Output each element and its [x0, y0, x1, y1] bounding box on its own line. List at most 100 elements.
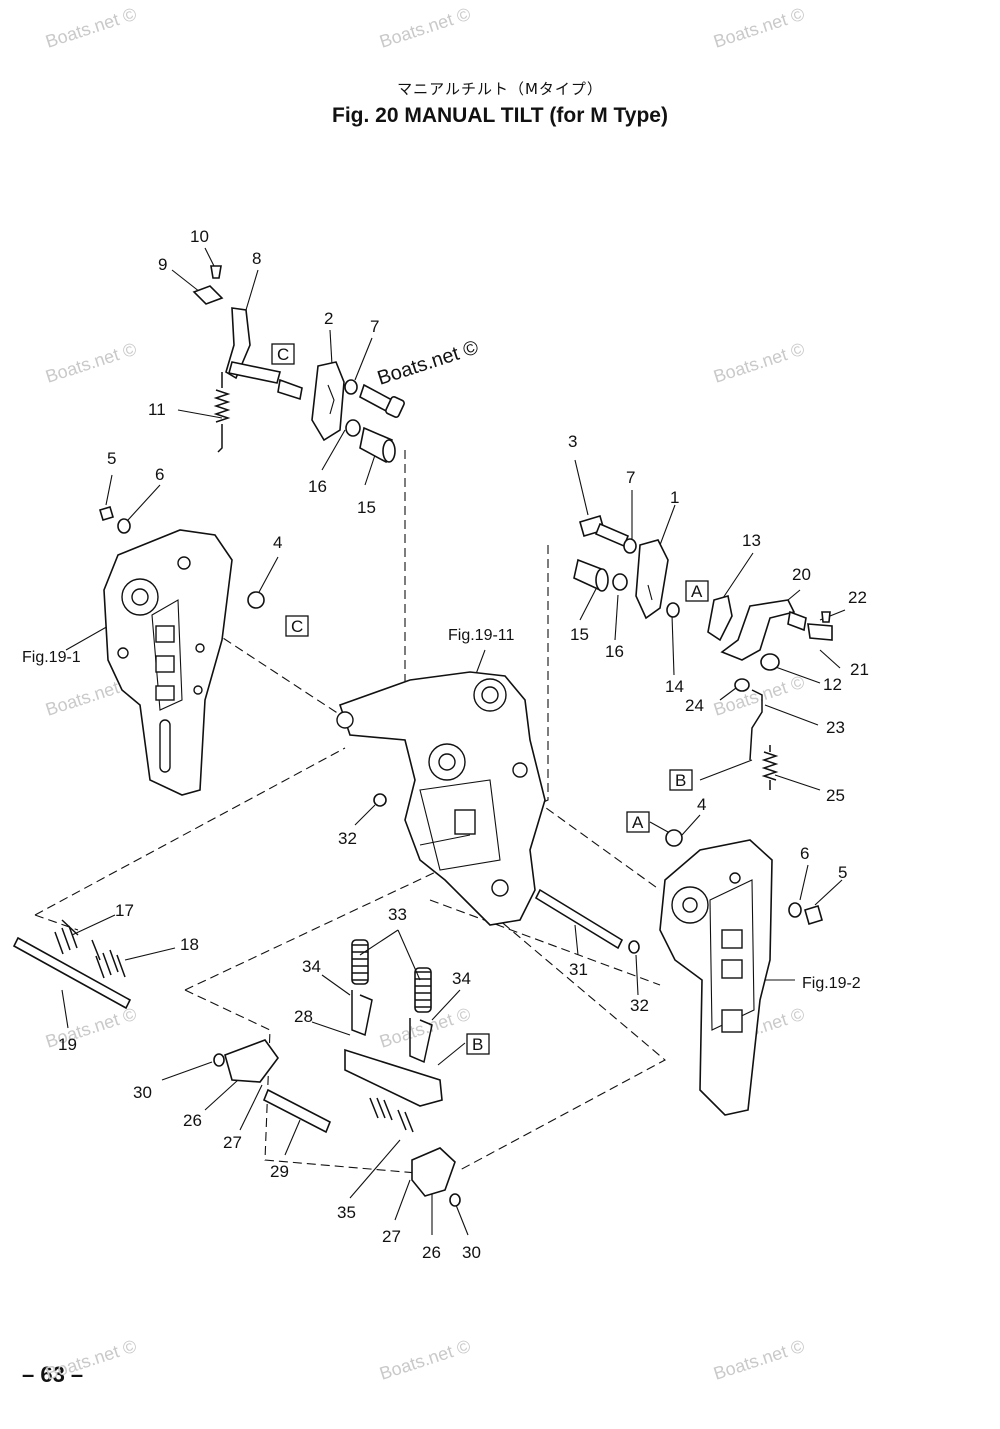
part-label: 24 [685, 696, 704, 715]
part-8-shaft [228, 361, 281, 384]
part-label: 32 [630, 996, 649, 1015]
part-27-lever-left [224, 1039, 279, 1083]
part-label: 3 [568, 432, 577, 451]
part-label: 34 [452, 969, 471, 988]
part-label: 29 [270, 1162, 289, 1181]
part-5-nut [804, 904, 823, 926]
callout-box-b: B [472, 1035, 483, 1054]
part-14-washer [666, 602, 680, 618]
upper-tilt-lever-assembly [192, 265, 405, 464]
watermark-text: Boats.net © [43, 4, 139, 52]
part-label: 6 [800, 844, 809, 863]
callout-box-a: A [691, 582, 703, 601]
part-32-nut [373, 793, 387, 807]
ref-fig-19-1: Fig.19-1 [22, 649, 81, 666]
part-label: 16 [605, 642, 624, 661]
part-8-bushing [277, 378, 303, 401]
part-9-plate [192, 285, 224, 305]
part-10-screw [210, 265, 222, 279]
part-label: 7 [626, 468, 635, 487]
part-30-nut [449, 1193, 461, 1207]
part-label: 13 [742, 531, 761, 550]
part-7-washer [344, 379, 358, 395]
bolt-head [385, 396, 405, 418]
callout-box-c: C [277, 345, 289, 364]
part-label: 31 [569, 960, 588, 979]
part-30-nut [213, 1053, 225, 1067]
part-label: 1 [670, 488, 679, 507]
page-number: – 63 – [22, 1362, 84, 1387]
part-label: 16 [308, 477, 327, 496]
japanese-title: マニアルチルト（Mタイプ） [397, 80, 603, 98]
part-label: 17 [115, 901, 134, 920]
part-4-washer [247, 591, 265, 609]
part-label: 15 [357, 498, 376, 517]
part-label: 8 [252, 249, 261, 268]
watermark-text: Boats.net © [377, 1004, 473, 1052]
callout-box-b: B [675, 771, 686, 790]
watermark-text: Boats.net © [43, 339, 139, 387]
part-label: 33 [388, 905, 407, 924]
watermark-text: Boats.net © [711, 4, 807, 52]
watermark-text: Boats.net © [43, 1336, 139, 1384]
part-32-nut [628, 940, 640, 954]
part-34-pin-right [409, 1018, 433, 1064]
part-label: 26 [183, 1111, 202, 1130]
part-label: 30 [133, 1083, 152, 1102]
part-29-shaft [262, 1088, 332, 1134]
center-swivel-bracket [336, 671, 546, 926]
part-4-washer [665, 829, 683, 847]
part-label: 14 [665, 677, 684, 696]
right-clamp-bracket [534, 829, 823, 1116]
watermark-dark: Boats.net © [375, 336, 482, 389]
figure-references: Fig.19-1 Fig.19-11 Fig.19-2 [22, 627, 861, 992]
part-label: 12 [823, 675, 842, 694]
part-8-lever [225, 307, 251, 380]
leader-lines [61, 247, 846, 1236]
part-6-washer [788, 902, 802, 918]
part-25-spring [761, 745, 779, 790]
part-label: 10 [190, 227, 209, 246]
part-label: 4 [273, 533, 282, 552]
part-label: 18 [180, 935, 199, 954]
part-18-spring [91, 939, 126, 979]
part-label: 30 [462, 1243, 481, 1262]
callout-box-c: C [291, 617, 303, 636]
part-label: 27 [223, 1133, 242, 1152]
callout-boxes: C C A B A B [271, 343, 709, 1055]
part-5-nut [99, 506, 114, 521]
part-label: 34 [302, 957, 321, 976]
part-label: 15 [570, 625, 589, 644]
part-label: 32 [338, 829, 357, 848]
part-35-spring [369, 1097, 414, 1133]
part-label: 9 [158, 255, 167, 274]
part-6-washer [117, 518, 131, 534]
part-7-washer [623, 538, 637, 554]
part-number-labels: 10 9 8 2 7 11 16 15 5 6 4 3 7 1 13 20 22… [58, 227, 869, 1262]
watermark-text: Boats.net © [377, 4, 473, 52]
part-label: 5 [107, 449, 116, 468]
part-28-plate [344, 1048, 443, 1107]
part-33-spring-left [352, 944, 368, 981]
part-label: 28 [294, 1007, 313, 1026]
part-1-bracket [635, 539, 669, 620]
part-label: 4 [697, 795, 706, 814]
figure-title: Fig. 20 MANUAL TILT (for M Type) [332, 104, 668, 127]
part-label: 20 [792, 565, 811, 584]
part-22-screw [821, 611, 831, 623]
part-27-lever-right [411, 1147, 456, 1197]
watermark-text: Boats.net © [711, 339, 807, 387]
part-label: 7 [370, 317, 379, 336]
part-label: 5 [838, 863, 847, 882]
part-17-spring [54, 919, 79, 955]
ref-fig-19-11: Fig.19-11 [448, 627, 515, 644]
ref-fig-19-2: Fig.19-2 [802, 975, 861, 992]
watermark-text: Boats.net © [377, 1336, 473, 1384]
part-23-rod [749, 689, 763, 761]
collar-end [382, 439, 396, 463]
part-2-bracket [311, 361, 345, 442]
part-24-nut [734, 678, 750, 692]
part-31-rod [534, 888, 624, 950]
part-16-washer [345, 419, 361, 437]
part-label: 22 [848, 588, 867, 607]
